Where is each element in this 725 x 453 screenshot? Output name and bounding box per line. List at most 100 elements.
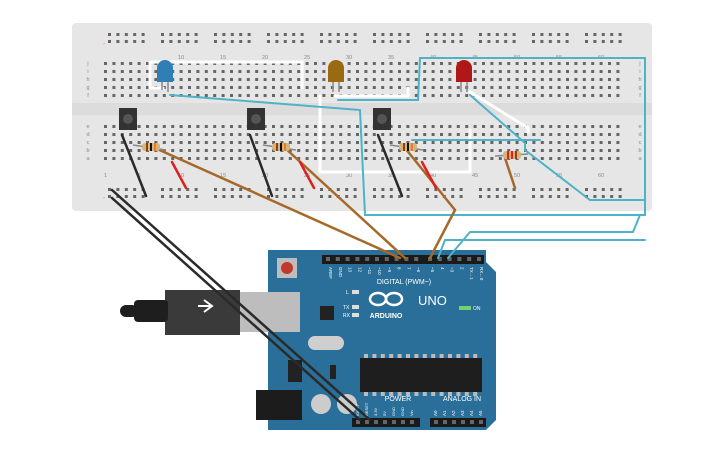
wire-brown-4: [503, 156, 517, 190]
row-letter-left: i: [87, 69, 88, 75]
on-label: ON: [473, 306, 481, 312]
power-pin-label: GND: [391, 407, 396, 416]
wire-white-1: [148, 60, 165, 90]
row-letter-right: f: [639, 93, 641, 99]
l-label: L: [346, 290, 349, 296]
wire-white-2: [148, 60, 304, 90]
resistors: [132, 143, 529, 159]
board-model: UNO: [418, 293, 447, 308]
rail-minus-bottom: -: [103, 195, 106, 202]
digital-pin-label: ~5: [430, 267, 435, 273]
led-red: [456, 60, 472, 92]
analog-pin-label: A4: [469, 410, 474, 416]
column-number-top: 10: [178, 55, 184, 61]
digital-pin-label: AREF: [328, 267, 333, 279]
digital-pin-label: 12: [357, 267, 362, 273]
row-letter-left: b: [86, 148, 89, 154]
digital-pin-label: 8: [397, 267, 402, 270]
wire-white-4: [333, 86, 410, 98]
power-label: POWER: [385, 396, 411, 403]
usb-cable-plug: [165, 290, 240, 335]
column-number-bottom: 15: [220, 173, 226, 179]
power-pin-label: 3.3V: [373, 407, 378, 416]
usb-chip: [320, 306, 334, 320]
column-number-bottom: 10: [178, 173, 184, 179]
wire-teal-pin3: [437, 239, 646, 259]
column-number-bottom: 30: [346, 173, 352, 179]
digital-pin-label: TX→1: [469, 267, 474, 280]
push-button-2: [247, 108, 265, 130]
power-pin-label: Vin: [409, 410, 414, 416]
push-button-3: [373, 108, 391, 130]
wire-brown-1: [153, 146, 402, 260]
analog-pin-label: A2: [451, 410, 456, 416]
row-letter-left: e: [86, 124, 89, 130]
wire-teal-red-led: [469, 94, 646, 201]
row-letter-left: a: [86, 156, 90, 162]
digital-pin-label: ~3: [450, 267, 455, 273]
capacitor-1: [311, 394, 331, 414]
digital-pin-label: ~6: [416, 267, 421, 273]
analog-label: ANALOG IN: [443, 396, 481, 403]
power-pin-label: GND: [400, 407, 405, 416]
row-letter-right: a: [638, 156, 642, 162]
analog-pin-label: A3: [460, 410, 465, 416]
analog-pin-label: A5: [478, 410, 483, 416]
on-led: [459, 306, 471, 310]
push-buttons: [119, 108, 391, 130]
row-letter-right: e: [638, 124, 641, 130]
row-letter-right: j: [638, 61, 640, 67]
column-number-bottom: 50: [514, 173, 520, 179]
digital-pin-label: RX←0: [479, 267, 484, 281]
row-letter-right: b: [638, 148, 641, 154]
atmega-chip: [360, 358, 482, 392]
column-number-top: 15: [220, 55, 226, 61]
row-letter-right: i: [639, 69, 640, 75]
digital-pin-label: 4: [440, 267, 445, 270]
row-letter-left: c: [87, 140, 90, 146]
wire-red-1: [170, 160, 188, 190]
row-letter-right: c: [639, 140, 642, 146]
digital-pin-label: ~10: [377, 267, 382, 275]
arduino-logo: [368, 291, 404, 307]
digital-pin-label: 7: [406, 267, 411, 270]
rx-label: RX: [343, 313, 351, 319]
wire-black-2: [248, 133, 274, 198]
wire-brown-2: [283, 146, 407, 260]
resistor-3: [389, 143, 424, 151]
push-button-1: [119, 108, 137, 130]
column-number-bottom: 1: [104, 173, 107, 179]
resistor-2: [262, 143, 297, 151]
power-jack: [256, 390, 302, 420]
led-blue: [157, 60, 173, 92]
column-number-bottom: 35: [388, 173, 394, 179]
wire-black-5v: [110, 196, 362, 422]
column-number-top: 20: [262, 55, 268, 61]
row-letter-right: d: [638, 132, 641, 138]
power-pin-label: RESET: [364, 402, 369, 416]
crystal: [308, 336, 344, 350]
column-number-bottom: 45: [472, 173, 478, 179]
row-letter-left: d: [86, 132, 89, 138]
column-number-top: 25: [304, 55, 310, 61]
wires: [110, 57, 646, 422]
column-number-bottom: 60: [598, 173, 604, 179]
resistor-1: [132, 143, 167, 151]
row-letter-left: h: [86, 77, 89, 83]
led-yellow: [328, 60, 344, 92]
arduino-logo-text: ARDUINO: [370, 313, 403, 320]
resistor-4: [494, 151, 529, 159]
analog-pin-label: A1: [442, 410, 447, 416]
digital-pin-label: GND: [338, 267, 343, 278]
row-letter-right: g: [638, 85, 641, 91]
wire-black-1: [120, 133, 148, 198]
digital-pin-label: 2: [459, 267, 464, 270]
digital-pin-label: 13: [348, 267, 353, 273]
power-pin-label: 5V: [382, 411, 387, 416]
column-number-top: 35: [388, 55, 394, 61]
